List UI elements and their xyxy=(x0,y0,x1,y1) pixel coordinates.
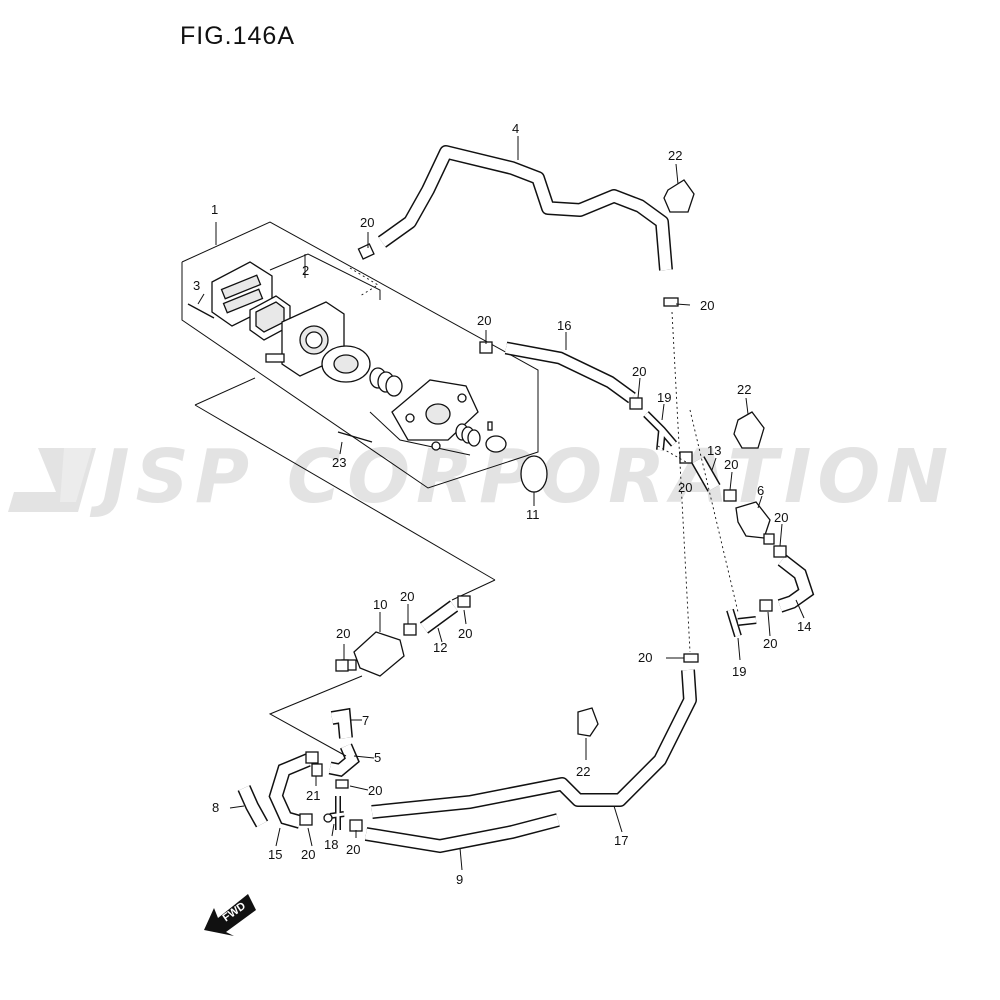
t-joint-19-upper xyxy=(643,411,678,451)
watermark-logo-icon xyxy=(8,448,96,512)
callout: 19 xyxy=(732,664,746,679)
callout: 20 xyxy=(678,480,692,495)
valve-housing-cover xyxy=(391,379,479,441)
callout: 19 xyxy=(657,390,671,405)
callout: 9 xyxy=(456,872,463,887)
callout: 20 xyxy=(724,457,738,472)
callout: 20 xyxy=(458,626,472,641)
callout: 20 xyxy=(638,650,652,665)
callout: 4 xyxy=(512,121,519,136)
clamp-22-mid xyxy=(733,411,765,449)
callout: 2 xyxy=(302,263,309,278)
t-joint-18 xyxy=(329,796,345,830)
callout: 20 xyxy=(346,842,360,857)
callout: 20 xyxy=(632,364,646,379)
callout: 22 xyxy=(737,382,751,397)
callout: 20 xyxy=(700,298,714,313)
gasket-2 xyxy=(249,295,291,341)
callout: 20 xyxy=(400,589,414,604)
valve-plunger xyxy=(431,421,507,453)
callout: 11 xyxy=(526,507,540,522)
spring-large xyxy=(369,367,403,397)
callout: 22 xyxy=(576,764,590,779)
callout: 5 xyxy=(374,750,381,765)
hose-5 xyxy=(328,743,360,777)
callout: 20 xyxy=(360,215,374,230)
callout: 10 xyxy=(373,597,387,612)
t-joint-19-lower xyxy=(726,608,757,638)
callout: 20 xyxy=(774,510,788,525)
callout: 20 xyxy=(368,783,382,798)
routing-lines xyxy=(657,311,739,653)
hose-7 xyxy=(330,707,353,739)
callout: 8 xyxy=(212,800,219,815)
callout: 20 xyxy=(336,626,350,641)
hose-13 xyxy=(691,456,721,492)
valve-assembly-box xyxy=(181,221,539,601)
callout: 23 xyxy=(332,455,346,470)
hose-clips-20 xyxy=(299,243,787,832)
figure-title: FIG.146A xyxy=(180,22,295,50)
valve-10 xyxy=(341,631,405,677)
o-ring-11 xyxy=(520,455,548,493)
hose-9 xyxy=(364,813,560,854)
callout: 20 xyxy=(763,636,777,651)
callout: 15 xyxy=(268,847,282,862)
callout: 20 xyxy=(301,847,315,862)
callout: 17 xyxy=(614,833,628,848)
hose-15 xyxy=(268,753,311,829)
callout: 6 xyxy=(757,483,764,498)
valve-bolt xyxy=(187,303,215,319)
diaphragm xyxy=(321,345,371,383)
callout: 20 xyxy=(477,313,491,328)
fwd-arrow-icon: FWD xyxy=(204,894,256,936)
callout: 21 xyxy=(306,788,320,803)
leader-lines xyxy=(197,136,805,871)
spring-small xyxy=(455,423,481,447)
hose-14 xyxy=(777,554,815,613)
hose-8 xyxy=(237,785,269,828)
callout: 22 xyxy=(668,148,682,163)
watermark-text: JSP CORPORATION xyxy=(89,440,954,520)
hose-4 xyxy=(377,145,673,271)
callout: 3 xyxy=(193,278,200,293)
hose-17 xyxy=(371,669,697,819)
hose-12 xyxy=(419,600,459,634)
callout: 13 xyxy=(707,443,721,458)
callout-labels: 4 22 1 20 2 3 20 20 16 20 22 19 13 20 23… xyxy=(193,121,811,887)
hose-16 xyxy=(504,341,636,404)
callout: 18 xyxy=(324,837,338,852)
joint-21 xyxy=(311,763,323,777)
watermark: JSP CORPORATION xyxy=(8,440,954,520)
callout: 7 xyxy=(362,713,369,728)
clamp-22-bottom xyxy=(577,707,599,737)
callout: 12 xyxy=(433,640,447,655)
valve-6 xyxy=(735,501,775,545)
callout: 1 xyxy=(211,202,218,217)
callout: 14 xyxy=(797,619,811,634)
callout: 16 xyxy=(557,318,571,333)
bolt-23 xyxy=(337,431,373,443)
clamp-22-top xyxy=(663,179,695,213)
